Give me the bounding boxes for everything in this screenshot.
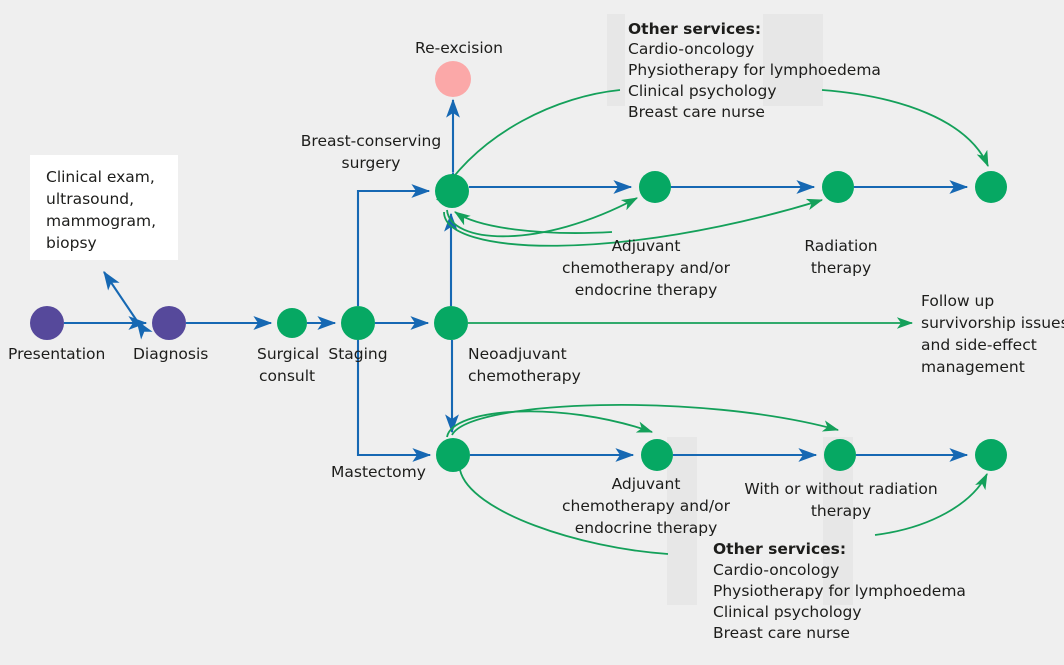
node-radiation-therapy[interactable] — [822, 171, 854, 203]
label-presentation: Presentation — [8, 345, 105, 363]
info-box-text: Clinical exam, ultrasound, mammogram, bi… — [46, 168, 156, 252]
label-neoadjuvant-line2: chemotherapy — [468, 367, 581, 385]
follow-up-line-3: and side-effect — [921, 336, 1037, 354]
label-re-excision: Re-excision — [415, 39, 503, 57]
green-service-edges — [436, 89, 989, 555]
follow-up-line-4: management — [921, 358, 1025, 376]
node-neoadjuvant-chemotherapy[interactable] — [434, 306, 468, 340]
node-re-excision[interactable] — [435, 61, 471, 97]
edge-bcs-radiation-green — [443, 198, 824, 247]
other-services-top-item-2: Physiotherapy for lymphoedema — [628, 61, 881, 79]
edge-mastectomy-withwithout-green — [451, 404, 840, 436]
follow-up-line-1: Follow up — [921, 292, 994, 310]
label-staging: Staging — [328, 345, 387, 363]
label-adjuvant-top-line1: Adjuvant — [612, 237, 681, 255]
info-box — [30, 155, 178, 260]
label-adjuvant-bottom-line2: chemotherapy and/or — [562, 497, 731, 515]
other-services-top: Other services: Cardio-oncology Physioth… — [628, 20, 881, 121]
edge-diagnosis-infobox — [103, 270, 153, 340]
label-bcs-line1: Breast-conserving — [301, 132, 441, 150]
node-with-or-without-radiation[interactable] — [824, 439, 856, 471]
label-radiation-line2: therapy — [811, 259, 871, 277]
info-line-4: biopsy — [46, 234, 97, 252]
node-bottom-endpoint[interactable] — [975, 439, 1007, 471]
label-adjuvant-bottom-line3: endocrine therapy — [575, 519, 718, 537]
other-services-bottom-item-2: Physiotherapy for lymphoedema — [713, 582, 966, 600]
info-line-3: mammogram, — [46, 212, 156, 230]
label-adjuvant-bottom-line1: Adjuvant — [612, 475, 681, 493]
other-services-top-heading: Other services: — [628, 20, 761, 38]
edge-adjtop-return-bcs — [454, 211, 613, 234]
label-radiation-line1: Radiation — [804, 237, 877, 255]
edge-mastectomy-to-otherservices-bottom — [459, 469, 669, 555]
edge-staging-bcs — [356, 184, 431, 306]
other-services-bottom: Other services: Cardio-oncology Physioth… — [713, 540, 966, 642]
node-top-endpoint[interactable] — [975, 171, 1007, 203]
node-diagnosis[interactable] — [152, 306, 186, 340]
other-services-bottom-item-3: Clinical psychology — [713, 603, 862, 621]
edge-otherservices-bottom-to-botend — [874, 473, 988, 536]
label-with-or-without-line1: With or without radiation — [744, 480, 937, 498]
node-adjuvant-therapy-top[interactable] — [639, 171, 671, 203]
label-with-or-without-line2: therapy — [811, 502, 871, 520]
edge-bcs-adjtop-green — [446, 197, 638, 238]
label-surgical-consult-line2: consult — [259, 367, 315, 385]
label-diagnosis: Diagnosis — [133, 345, 208, 363]
node-mastectomy[interactable] — [436, 438, 470, 472]
blue-pathway-edges — [64, 98, 969, 462]
other-services-top-item-1: Cardio-oncology — [628, 40, 754, 58]
info-line-1: Clinical exam, — [46, 168, 155, 186]
edge-staging-mastectomy — [356, 340, 432, 462]
edge-otherservices-top-to-topend — [821, 89, 989, 167]
label-adjuvant-top-line2: chemotherapy and/or — [562, 259, 731, 277]
other-services-bottom-heading: Other services: — [713, 540, 846, 558]
label-adjuvant-top-line3: endocrine therapy — [575, 281, 718, 299]
node-adjuvant-therapy-bottom[interactable] — [641, 439, 673, 471]
other-services-bottom-item-4: Breast care nurse — [713, 624, 850, 642]
label-bcs-line2: surgery — [342, 154, 401, 172]
info-line-2: ultrasound, — [46, 190, 134, 208]
nodes-layer — [30, 61, 1007, 472]
node-staging[interactable] — [341, 306, 375, 340]
other-services-top-item-3: Clinical psychology — [628, 82, 777, 100]
other-services-top-item-4: Breast care nurse — [628, 103, 765, 121]
label-surgical-consult-line1: Surgical — [257, 345, 319, 363]
other-services-bottom-item-1: Cardio-oncology — [713, 561, 839, 579]
node-surgical-consult[interactable] — [277, 308, 307, 338]
node-presentation[interactable] — [30, 306, 64, 340]
follow-up-line-2: survivorship issues — [921, 314, 1064, 332]
node-labels-layer: Presentation Diagnosis Surgical consult … — [8, 39, 938, 537]
node-breast-conserving-surgery[interactable] — [435, 174, 469, 208]
label-neoadjuvant-line1: Neoadjuvant — [468, 345, 567, 363]
label-mastectomy: Mastectomy — [331, 463, 426, 481]
follow-up-text: Follow up survivorship issues and side-e… — [921, 292, 1064, 376]
